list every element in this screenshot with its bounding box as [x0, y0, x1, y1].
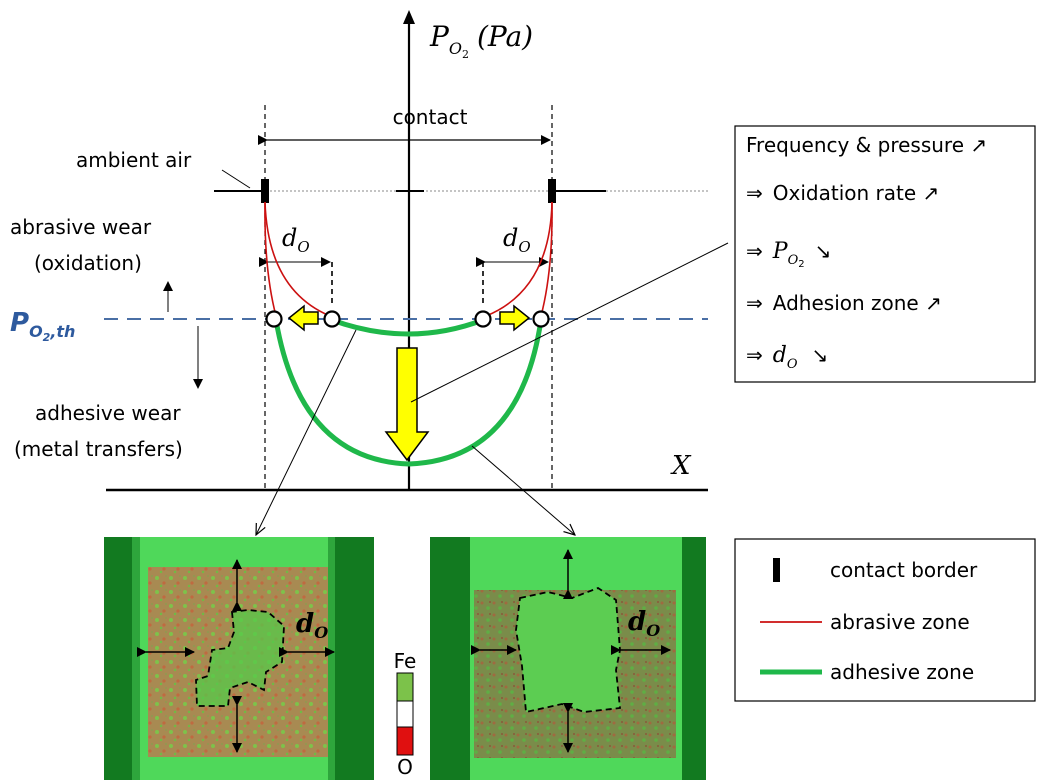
contact-border-marker-left	[261, 179, 269, 203]
abrasive-curve-right-outer	[540, 201, 553, 317]
abrasive-wear-label: abrasive wear	[10, 215, 152, 239]
d-o-label-micro-right: dO	[628, 607, 660, 640]
effects-line-2: ⇒Oxidation rate ↗	[746, 181, 939, 205]
shift-arrow-right	[499, 304, 531, 332]
contact-border-marker-right	[548, 179, 556, 203]
adhesive-wear-sublabel: (metal transfers)	[14, 437, 183, 461]
x-axis-label: X	[670, 451, 692, 481]
abrasive-wear-sublabel: (oxidation)	[34, 251, 142, 275]
adhesive-curve-shallow	[331, 317, 484, 337]
pressure-drop-arrow	[384, 347, 430, 462]
abrasive-curve-right-inner	[485, 201, 553, 317]
pointer-to-left-micrograph	[256, 329, 357, 535]
colorbar: Fe O	[394, 649, 417, 779]
ambient-air-label: ambient air	[76, 148, 192, 172]
legend-label-contact-border: contact border	[830, 558, 978, 582]
legend-swatch-contact-border	[773, 558, 780, 582]
colorbar-bottom-label: O	[397, 755, 413, 779]
transition-point-inner-right	[474, 310, 492, 328]
d-o-label-left: dO	[282, 224, 310, 256]
threshold-label: PO2,th	[10, 308, 75, 344]
y-axis-arrowhead	[403, 10, 415, 24]
colorbar-o-swatch	[396, 726, 414, 756]
effects-line-5: ⇒dO↘	[746, 343, 828, 372]
legend-label-abrasive: abrasive zone	[830, 610, 970, 634]
transition-point-outer-left	[265, 310, 283, 328]
y-axis-label: PO2(Pa)	[429, 20, 533, 61]
colorbar-top-label: Fe	[394, 649, 417, 673]
abrasive-curve-left-outer	[264, 201, 277, 317]
effects-line-1: Frequency & pressure ↗	[746, 133, 987, 157]
micrograph-left: dO	[104, 537, 374, 780]
shift-arrow-left	[287, 304, 319, 332]
contact-label: contact	[393, 105, 468, 129]
micrograph-right: dO	[430, 537, 706, 780]
pointer-to-right-micrograph	[471, 445, 575, 535]
effects-line-4: ⇒Adhesion zone ↗	[746, 291, 942, 315]
colorbar-fe-swatch	[396, 672, 414, 702]
transition-point-outer-right	[532, 310, 550, 328]
d-o-label-micro-left: dO	[296, 609, 328, 642]
adhesive-wear-label: adhesive wear	[35, 401, 181, 425]
effects-line-3: ⇒PO2↘	[746, 239, 831, 270]
abrasive-curve-left-inner	[264, 201, 331, 317]
effects-box: Frequency & pressure ↗ ⇒Oxidation rate ↗…	[734, 125, 1036, 383]
legend-label-adhesive: adhesive zone	[830, 660, 974, 684]
pointer-to-effects-box	[410, 242, 729, 403]
adhesive-curve-deep	[273, 319, 544, 467]
transition-point-inner-left	[323, 310, 341, 328]
d-o-label-right: dO	[503, 224, 531, 256]
legend-box: contact border abrasive zone adhesive zo…	[734, 538, 1036, 702]
ambient-air-pointer	[221, 169, 251, 189]
